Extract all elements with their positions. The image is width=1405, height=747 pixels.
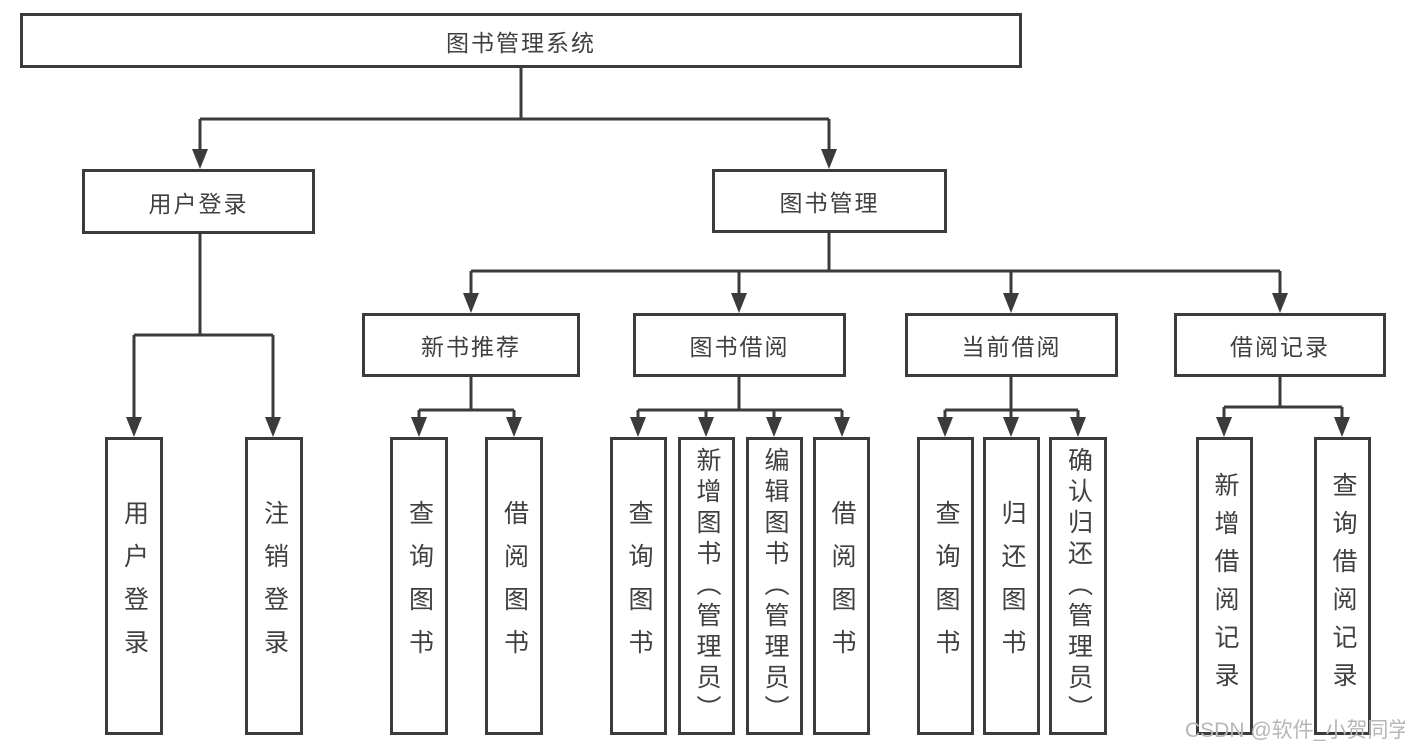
leaf-records-query-label: 查询借阅记录 [1329,472,1357,700]
leaf-current-confirm-return-label: 确认归还（管理员） [1064,446,1093,726]
node-current-borrowing: 当前借阅 [905,313,1118,377]
node-new-book-recommend: 新书推荐 [362,313,580,377]
node-borrowing-records: 借阅记录 [1174,313,1386,377]
leaf-borrow-query: 查询图书 [610,437,667,735]
leaf-user-login: 用户登录 [105,437,163,735]
leaf-newbooks-borrow: 借阅图书 [485,437,543,735]
leaf-borrow-query-label: 查询图书 [625,500,653,672]
node-book-borrowing-label: 图书借阅 [689,334,790,360]
leaf-borrow-edit-book: 编辑图书（管理员） [746,437,803,735]
leaf-logout: 注销登录 [245,437,303,735]
node-borrowing-records-label: 借阅记录 [1230,334,1330,360]
leaf-newbooks-query-label: 查询图书 [405,500,434,672]
node-root-label: 图书管理系统 [446,29,596,56]
node-new-book-recommend-label: 新书推荐 [421,334,521,360]
leaf-current-query: 查询图书 [917,437,974,735]
leaf-logout-label: 注销登录 [260,500,289,672]
leaf-current-confirm-return: 确认归还（管理员） [1049,437,1107,735]
leaf-borrow-borrow-book-label: 借阅图书 [828,500,856,672]
leaf-borrow-edit-book-label: 编辑图书（管理员） [761,446,789,726]
node-user-login-label: 用户登录 [148,190,249,217]
leaf-borrow-add-book-label: 新增图书（管理员） [693,446,721,726]
node-root: 图书管理系统 [20,13,1022,68]
leaf-current-return: 归还图书 [983,437,1040,735]
leaf-current-return-label: 归还图书 [998,500,1026,672]
leaf-records-query: 查询借阅记录 [1314,437,1371,735]
leaf-records-add-label: 新增借阅记录 [1211,472,1239,700]
leaf-user-login-label: 用户登录 [120,500,149,672]
node-book-management: 图书管理 [712,169,947,233]
arrowheads [126,149,1350,437]
node-book-borrowing: 图书借阅 [633,313,846,377]
node-book-management-label: 图书管理 [779,190,880,216]
leaf-borrow-add-book: 新增图书（管理员） [678,437,735,735]
leaf-records-add: 新增借阅记录 [1196,437,1253,735]
node-user-login: 用户登录 [82,169,315,234]
node-current-borrowing-label: 当前借阅 [961,334,1062,360]
leaf-current-query-label: 查询图书 [932,500,960,672]
leaf-newbooks-borrow-label: 借阅图书 [500,500,529,672]
leaf-borrow-borrow-book: 借阅图书 [813,437,870,735]
csdn-watermark: CSDN @软件_小贺同学 [1185,719,1405,742]
leaf-newbooks-query: 查询图书 [390,437,448,735]
